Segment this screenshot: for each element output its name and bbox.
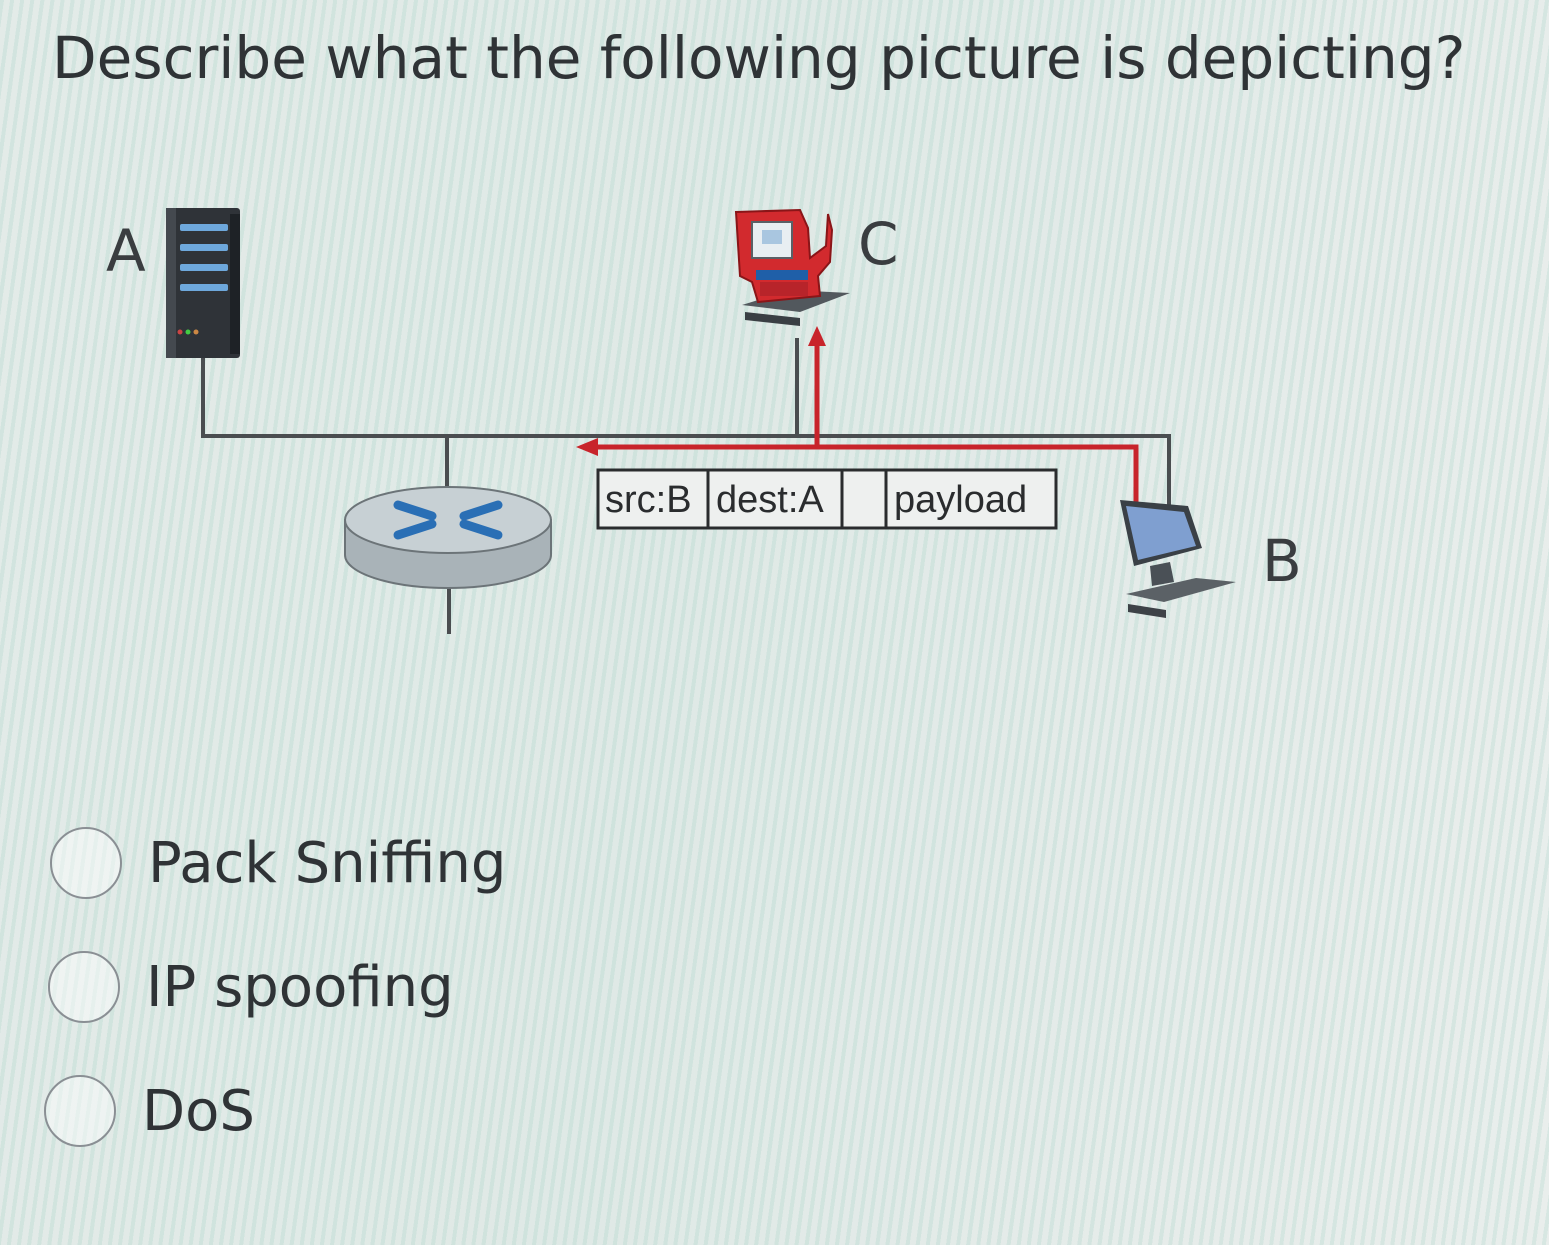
network-wiring <box>201 338 1171 634</box>
router-icon <box>344 486 552 589</box>
spoofed-traffic-path <box>594 345 1139 512</box>
node-label-a: A <box>106 217 146 285</box>
packet-src-text: src:B <box>605 479 692 521</box>
radio-button-dos[interactable] <box>44 1075 116 1147</box>
node-label-b: B <box>1262 527 1302 595</box>
radio-button-ip-spoofing[interactable] <box>48 951 120 1023</box>
traffic-line <box>594 444 1139 512</box>
choice-label-pack-sniffing: Pack Sniffing <box>148 830 507 896</box>
packet-field-payload <box>884 468 1058 530</box>
spoofed-packet: src:B dest:A payload <box>596 468 1058 530</box>
question-text: Describe what the following picture is d… <box>52 24 1466 92</box>
traffic-arrowhead-left <box>576 438 598 456</box>
packet-field-src <box>596 468 710 530</box>
server-icon <box>166 208 240 358</box>
node-label-c: C <box>858 210 899 278</box>
packet-field-gap <box>840 468 888 530</box>
traffic-arrowhead-up <box>808 326 826 346</box>
packet-dest-text: dest:A <box>716 479 824 521</box>
choice-label-dos: DoS <box>142 1078 255 1144</box>
desktop-computer-icon <box>1120 500 1236 618</box>
radio-button-pack-sniffing[interactable] <box>50 827 122 899</box>
choice-dos[interactable]: DoS <box>44 1071 255 1151</box>
choice-label-ip-spoofing: IP spoofing <box>146 954 454 1020</box>
choice-ip-spoofing[interactable]: IP spoofing <box>48 947 454 1027</box>
packet-field-dest <box>706 468 844 530</box>
attacker-computer-icon <box>734 208 850 326</box>
packet-payload-text: payload <box>894 479 1027 521</box>
choice-pack-sniffing[interactable]: Pack Sniffing <box>50 823 506 903</box>
